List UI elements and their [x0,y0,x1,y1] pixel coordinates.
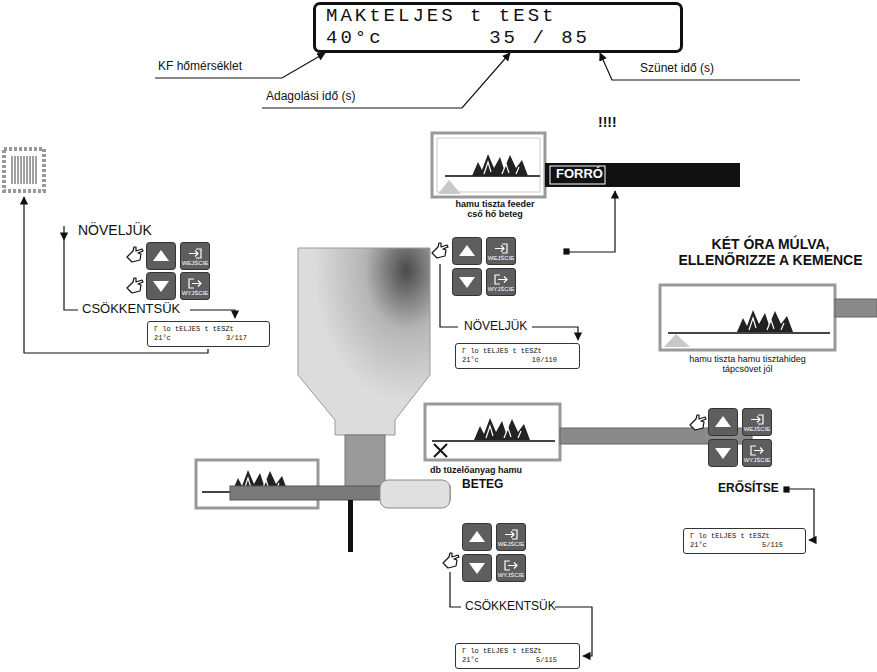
display-value: 10/110 [532,356,557,365]
control-button: WYJŚCIE [180,272,210,300]
control-button: WYJŚCIE [742,439,772,467]
button-label: WEJŚCIE [182,260,209,267]
icon-arrow [751,417,760,423]
display-value: 5/115 [536,656,557,665]
button-icon [494,274,508,285]
hot-warning: FORRÓ [556,167,603,182]
button-icon [494,243,508,254]
button-label: WEJŚCIE [488,255,515,262]
display-value: 21°c [690,541,734,550]
display-line: Г lo tELJES t tESZt [690,532,799,541]
icon-arrow [505,532,514,538]
ash-tray-picture [4,149,44,191]
display-value: 5/115 [762,541,783,550]
condition-note: hamu tiszta feeder cső hő beteg [452,199,538,220]
display-value: 35 / 85 [489,28,590,50]
parameter-label: KF hőmérséklet [158,60,242,74]
condition-note: hamu tiszta hamu tisztahideg tápcsövet j… [680,354,815,375]
control-button: WEJŚCIE [742,408,772,436]
button-label: WEJŚCIE [744,426,771,433]
display-value: 40°c [326,28,436,50]
button-label: WYJŚCIE [182,290,209,297]
button-label: WEJŚCIE [498,541,525,548]
hopper-boiler [196,248,450,552]
display-value: 21°c [462,356,505,365]
button-group [690,409,738,467]
button-icon [504,560,518,571]
button-icon [188,278,202,289]
warning-mark: !!!! [598,114,617,130]
parameter-label: Szünet idő (s) [640,62,714,76]
button-icon [750,414,764,425]
leader-lines [564,191,615,254]
button-label: WYJŚCIE [488,286,515,293]
icon-arrow [498,277,507,283]
condition-note: BETEG [462,478,503,492]
action-label: NÖVELJÜK [78,222,152,238]
lcd-display: Г lo tELJES t tESZt21°c 5/115 [455,643,580,669]
control-button: WEJŚCIE [486,237,516,265]
icon-arrow [508,563,517,569]
lcd-display: MAKtELJES t tESt40°c 35 / 85 [313,2,683,53]
button-icon [504,529,518,540]
lcd-display: Г lo tELJES t tESZt21°c 5/115 [683,528,806,554]
action-label: CSÖKKENTSÜK [82,302,180,317]
display-line: Г lo tELJES t tESZt [462,347,573,356]
action-label: ERŐSÍTSE [718,482,779,496]
button-label: WYJŚCIE [744,457,771,464]
control-button: WEJŚCIE [180,242,210,270]
icon-arrow [495,246,504,252]
button-icon [188,248,202,259]
control-button: WEJŚCIE [496,523,526,551]
bracket-lines [440,264,578,340]
display-value: 21°c [462,656,507,665]
icon-arrow [754,448,763,454]
button-label: WYJŚCIE [498,572,525,579]
leader-lines [155,53,800,108]
condition-note: db tüzelőanyag hamu [430,465,522,475]
button-icon [750,445,764,456]
icon-arrow [189,251,198,257]
icon-arrow [192,281,201,287]
display-value: 3/117 [226,334,247,343]
instruction-heading: KÉT ÓRA MÚLVA, ELLENŐRIZZE A KEMENCE [668,236,873,268]
bad-burner-picture [425,404,752,460]
control-button: WYJŚCIE [486,268,516,296]
lcd-display: Г lo tELJES t tESZt21°c 10/110 [455,343,580,369]
action-label: CSÖKKENTSÜK [465,600,556,614]
display-value: 21°c [154,334,198,343]
display-line: Г lo tELJES t tESZt [154,325,263,334]
button-group [127,243,176,300]
display-line: MAKtELJES t tESt [326,6,670,28]
control-button: WYJŚCIE [496,554,526,582]
good-burner-picture [660,285,877,350]
display-line: Г lo tELJES t tESZt [462,647,573,656]
hot-burner-picture [432,133,740,197]
parameter-label: Adagolási idő (s) [266,90,355,104]
lcd-display: Г lo tELJES t tESZt21°c 3/117 [147,321,270,347]
action-label: NÖVELJÜK [464,320,527,334]
